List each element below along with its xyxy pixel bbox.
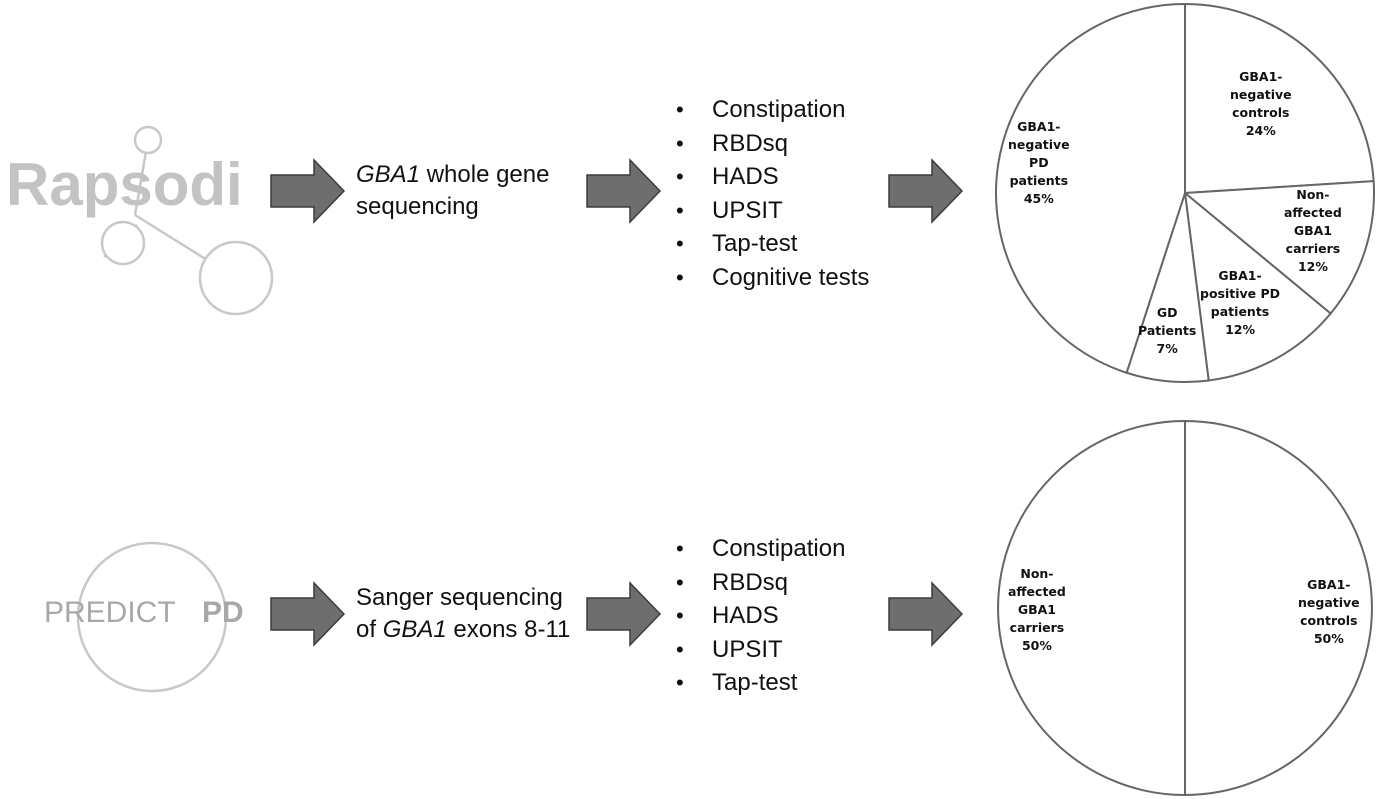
list-item: UPSIT — [672, 633, 845, 667]
label-line: Patients — [1138, 323, 1197, 338]
label-line: positive PD — [1200, 286, 1281, 301]
pie-label-non-affected-carriers: Non- affected GBA1 carriers 50% — [1008, 565, 1066, 655]
gene-name: GBA1 — [382, 616, 447, 643]
pie-label-gba1-positive-pd: GBA1- positive PD patients 12% — [1200, 267, 1280, 339]
label-line: negative — [1298, 595, 1360, 610]
list-item: Tap-test — [672, 227, 869, 261]
step-text: of — [356, 616, 377, 643]
list-item: RBDsq — [672, 566, 845, 600]
rapsodi-logo-text: Rapsodi — [6, 151, 243, 218]
arrow-right-icon — [888, 581, 964, 647]
arrow-right-icon — [888, 158, 964, 224]
label-line: carriers — [1285, 241, 1341, 256]
pie-slice — [1183, 190, 1333, 382]
pie-slice — [995, 2, 1186, 375]
rapsodi-logo: Rapsodi — [6, 125, 274, 316]
step-text: sequencing — [356, 193, 479, 220]
step-text: whole gene — [426, 161, 550, 188]
label-line: patients — [1210, 304, 1270, 319]
pie-slice — [1182, 180, 1375, 315]
logo-ring — [76, 541, 228, 693]
logo-text-predict: PREDICT — [44, 596, 176, 629]
label-line: GBA1- — [1307, 577, 1351, 592]
label-line: Non- — [1020, 566, 1054, 581]
step-sequencing-1: GBA1 whole gene sequencing — [356, 159, 549, 223]
label-pct: 50% — [1021, 638, 1052, 653]
label-line: negative — [1230, 87, 1292, 102]
gene-name: GBA1 — [356, 161, 421, 188]
label-line: GBA1 — [1293, 223, 1333, 238]
list-item: Tap-test — [672, 666, 845, 700]
pie-label-gba1-negative-controls: GBA1- negative controls 50% — [1298, 576, 1360, 648]
pie-label-gba1-negative-pd: GBA1- negative PD patients 45% — [1008, 118, 1070, 208]
label-line: Non- — [1296, 187, 1330, 202]
pie-slice — [997, 419, 1186, 797]
predict-pd-logo: PREDICT PD — [44, 541, 244, 693]
list-item: Constipation — [672, 93, 869, 127]
label-pct: 45% — [1023, 191, 1054, 206]
label-line: carriers — [1009, 620, 1065, 635]
list-item: HADS — [672, 160, 869, 194]
list-item: UPSIT — [672, 194, 869, 228]
arrow-right-icon — [586, 581, 662, 647]
molecule-graphic — [100, 125, 274, 316]
label-line: GBA1- — [1239, 69, 1283, 84]
label-line: patients — [1009, 173, 1069, 188]
pie-slice — [1184, 419, 1373, 797]
step-text: exons 8-11 — [453, 616, 571, 643]
list-item: Cognitive tests — [672, 261, 869, 295]
label-line: affected — [1008, 584, 1066, 599]
pie-slice — [1184, 2, 1375, 195]
pie-label-gba1-negative-controls: GBA1- negative controls 24% — [1230, 68, 1292, 140]
label-pct: 12% — [1225, 322, 1255, 337]
logo-text-pd: PD — [202, 596, 244, 629]
arrow-right-icon — [586, 158, 662, 224]
label-line: controls — [1232, 105, 1290, 120]
list-item: RBDsq — [672, 127, 869, 161]
label-line: GBA1- — [1218, 268, 1262, 283]
step-sequencing-2: Sanger sequencing of GBA1 exons 8-11 — [356, 582, 570, 646]
pie-chart-rapsodi — [995, 2, 1375, 383]
assessment-list-2: Constipation RBDsq HADS UPSIT Tap-test — [672, 532, 845, 700]
label-pct: 50% — [1313, 631, 1344, 646]
label-line: PD — [1029, 155, 1049, 170]
pie-chart-predict-pd — [997, 419, 1373, 797]
label-line: GBA1 — [1017, 602, 1057, 617]
assessment-list-1: Constipation RBDsq HADS UPSIT Tap-test C… — [672, 93, 869, 294]
label-line: affected — [1284, 205, 1342, 220]
label-pct: 12% — [1297, 259, 1328, 274]
list-item: HADS — [672, 599, 845, 633]
label-line: GD — [1156, 305, 1178, 320]
label-pct: 24% — [1245, 123, 1276, 138]
arrow-right-icon — [270, 158, 346, 224]
list-item: Constipation — [672, 532, 845, 566]
arrow-right-icon — [270, 581, 346, 647]
pie-label-non-affected-carriers: Non- affected GBA1 carriers 12% — [1284, 186, 1342, 276]
label-pct: 7% — [1156, 341, 1178, 356]
label-line: GBA1- — [1017, 119, 1061, 134]
step-text: Sanger sequencing — [356, 584, 563, 611]
pie-label-gd-patients: GD Patients 7% — [1138, 304, 1196, 358]
label-line: negative — [1008, 137, 1070, 152]
label-line: controls — [1300, 613, 1358, 628]
